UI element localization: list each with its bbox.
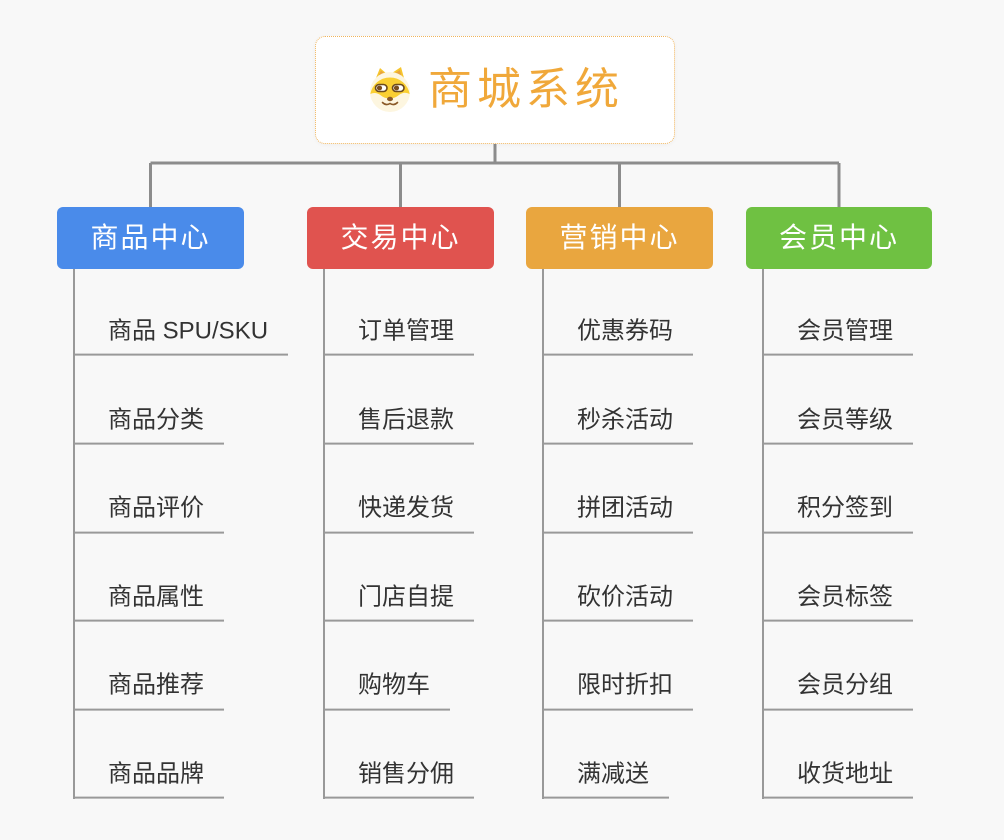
leaf-node[interactable]: 商品评价 [75,493,224,534]
leaf-node[interactable]: 门店自提 [325,581,474,622]
branch-label: 营销中心 [559,222,680,253]
branch-node[interactable]: 商品中心 [57,207,244,269]
leaf-node[interactable]: 商品 SPU/SKU [75,316,289,356]
leaf-node[interactable]: 收货地址 [764,759,913,799]
branch-label: 会员中心 [778,222,899,253]
root-node[interactable]: 商城系统 [315,36,675,144]
branch-column: 会员管理会员等级积分签到会员标签会员分组收货地址 [762,269,913,799]
leaf-node[interactable]: 会员标签 [764,581,913,622]
leaf-node[interactable]: 砍价活动 [544,581,693,622]
leaf-node[interactable]: 会员管理 [764,316,913,356]
root-title: 商城系统 [428,65,624,114]
branch-column: 商品 SPU/SKU 商品分类商品评价商品属性商品推荐商品品牌 [73,269,289,799]
leaf-node[interactable]: 拼团活动 [544,493,693,534]
leaf-node[interactable]: 销售分佣 [325,759,474,799]
branch-column: 优惠券码秒杀活动拼团活动砍价活动限时折扣满减送 [542,269,693,799]
doge-icon [370,67,410,112]
leaf-node[interactable]: 商品品牌 [75,759,224,799]
leaf-node[interactable]: 售后退款 [325,404,474,445]
branch-column: 订单管理售后退款快递发货门店自提购物车销售分佣 [323,269,474,799]
leaf-node[interactable]: 会员分组 [764,670,913,711]
leaf-node[interactable]: 商品分类 [75,404,224,445]
leaf-node[interactable]: 秒杀活动 [544,404,693,445]
leaf-node[interactable]: 购物车 [325,670,450,711]
leaf-node[interactable]: 限时折扣 [544,670,693,711]
leaf-node[interactable]: 商品属性 [75,581,224,622]
leaf-node[interactable]: 满减送 [544,759,669,799]
branch-node[interactable]: 营销中心 [526,207,713,269]
branch-label: 商品中心 [90,222,211,253]
leaf-node[interactable]: 快递发货 [325,493,474,534]
leaf-node[interactable]: 优惠券码 [544,316,693,356]
leaf-node[interactable]: 会员等级 [764,404,913,445]
leaf-node[interactable]: 商品推荐 [75,670,224,711]
branch-label: 交易中心 [340,222,461,253]
leaf-node[interactable]: 积分签到 [764,493,913,534]
leaf-node[interactable]: 订单管理 [325,316,474,356]
branch-node[interactable]: 会员中心 [746,207,932,269]
branch-node[interactable]: 交易中心 [307,207,494,269]
